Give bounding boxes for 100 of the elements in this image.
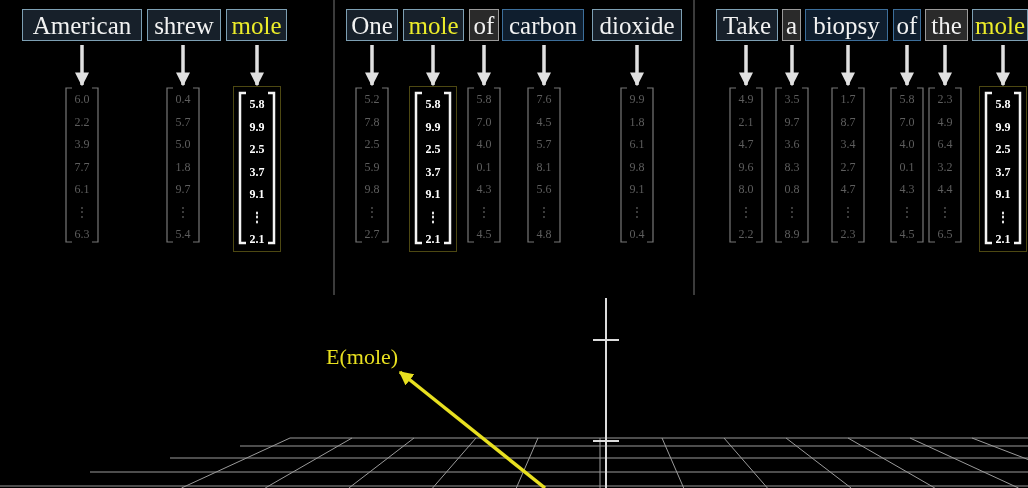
- vector-value: 5.8: [248, 97, 266, 112]
- vector-value: 2.1: [737, 114, 755, 130]
- vector-value: 3.7: [424, 164, 442, 180]
- vector-value: ⋮: [938, 204, 952, 220]
- vector-value: 1.8: [174, 159, 192, 175]
- highlighted-vector: [233, 86, 281, 252]
- vector-value: ⋮: [426, 209, 440, 225]
- vector-value: 9.8: [363, 182, 381, 197]
- vector-value: ⋮: [900, 204, 914, 220]
- word-token: carbon: [502, 9, 584, 41]
- arrow: [537, 45, 551, 87]
- vector-value: 1.8: [628, 114, 646, 130]
- word-token: One: [346, 9, 398, 41]
- vector-value: 3.7: [248, 164, 266, 180]
- vector-column: [355, 86, 389, 246]
- vector-value: 4.5: [535, 114, 553, 130]
- highlighted-vector: [979, 86, 1027, 252]
- vector-value: 9.7: [783, 114, 801, 130]
- vector-value: 5.8: [424, 97, 442, 112]
- word-token: mole: [972, 9, 1028, 41]
- word-token: of: [469, 9, 499, 41]
- vector-value: 7.0: [475, 114, 493, 130]
- vector-value: ⋮: [250, 209, 264, 225]
- vector-value: 9.7: [174, 182, 192, 197]
- vector-column: [831, 86, 865, 246]
- word-token: a: [782, 9, 801, 41]
- vector-value: 2.7: [839, 159, 857, 175]
- arrow: [938, 45, 952, 87]
- vector-value: 2.7: [363, 227, 381, 242]
- vector-value: 3.9: [73, 137, 91, 152]
- vector-value: 6.5: [936, 227, 954, 242]
- vector-value: 7.8: [363, 114, 381, 130]
- vector-value: ⋮: [75, 204, 89, 220]
- word-token: shrew: [147, 9, 221, 41]
- vector-column: [775, 86, 809, 246]
- vector-value: 5.9: [363, 159, 381, 175]
- vector-value: 4.5: [898, 227, 916, 242]
- vector-value: 5.8: [898, 92, 916, 107]
- vector-value: 9.9: [424, 119, 442, 135]
- word-token: mole: [403, 9, 464, 41]
- vector-value: 9.1: [628, 182, 646, 197]
- vector-value: ⋮: [841, 204, 855, 220]
- vector-value: 8.0: [737, 182, 755, 197]
- vector-value: 5.0: [174, 137, 192, 152]
- vector-value: 7.7: [73, 159, 91, 175]
- arrow: [785, 45, 799, 87]
- vector-column: [890, 86, 924, 246]
- word-token: biopsy: [805, 9, 888, 41]
- vector-value: 4.4: [936, 182, 954, 197]
- vector-value: 5.6: [535, 182, 553, 197]
- vector-value: 6.4: [936, 137, 954, 152]
- vector-value: 5.8: [994, 97, 1012, 112]
- vector-value: 5.7: [535, 137, 553, 152]
- vector-value: 9.1: [424, 187, 442, 202]
- vector-value: 8.3: [783, 159, 801, 175]
- arrow: [176, 45, 190, 87]
- vector-value: 9.1: [248, 187, 266, 202]
- vector-value: 0.1: [475, 159, 493, 175]
- vector-column: [467, 86, 501, 246]
- vector-value: 1.7: [839, 92, 857, 107]
- word-token: Take: [716, 9, 778, 41]
- vector-value: 2.3: [839, 227, 857, 242]
- vector-value: 6.3: [73, 227, 91, 242]
- vector-value: 0.1: [898, 159, 916, 175]
- vector-column: [729, 86, 763, 246]
- vector-column: [166, 86, 200, 246]
- arrow: [739, 45, 753, 87]
- vector-value: 8.7: [839, 114, 857, 130]
- vector-value: 9.1: [994, 187, 1012, 202]
- vector-value: 4.0: [475, 137, 493, 152]
- vector-column: [928, 86, 962, 246]
- vector-value: 4.3: [898, 182, 916, 197]
- vector-value: 2.5: [363, 137, 381, 152]
- vector-value: 4.9: [737, 92, 755, 107]
- vector-value: 3.2: [936, 159, 954, 175]
- vector-value: 2.1: [994, 232, 1012, 247]
- vector-value: ⋮: [176, 204, 190, 220]
- vector-value: 4.7: [737, 137, 755, 152]
- vector-value: 3.6: [783, 137, 801, 152]
- word-token: mole: [226, 9, 287, 41]
- vector-value: 4.0: [898, 137, 916, 152]
- vector-value: 4.8: [535, 227, 553, 242]
- vector-value: 4.7: [839, 182, 857, 197]
- arrow: [75, 45, 89, 87]
- vector-value: ⋮: [537, 204, 551, 220]
- vector-value: 2.1: [248, 232, 266, 247]
- vector-value: 6.1: [73, 182, 91, 197]
- vector-value: 2.3: [936, 92, 954, 107]
- vector-label: E(mole): [326, 344, 399, 370]
- word-token: of: [893, 9, 921, 41]
- arrow: [250, 45, 264, 87]
- word-token: the: [925, 9, 968, 41]
- vector-value: 2.2: [73, 114, 91, 130]
- vector-value: ⋮: [630, 204, 644, 220]
- arrow: [365, 45, 379, 87]
- vector-column: [620, 86, 654, 246]
- vector-value: 0.4: [628, 227, 646, 242]
- vector-value: ⋮: [739, 204, 753, 220]
- vector-value: 5.8: [475, 92, 493, 107]
- vector-value: 4.3: [475, 182, 493, 197]
